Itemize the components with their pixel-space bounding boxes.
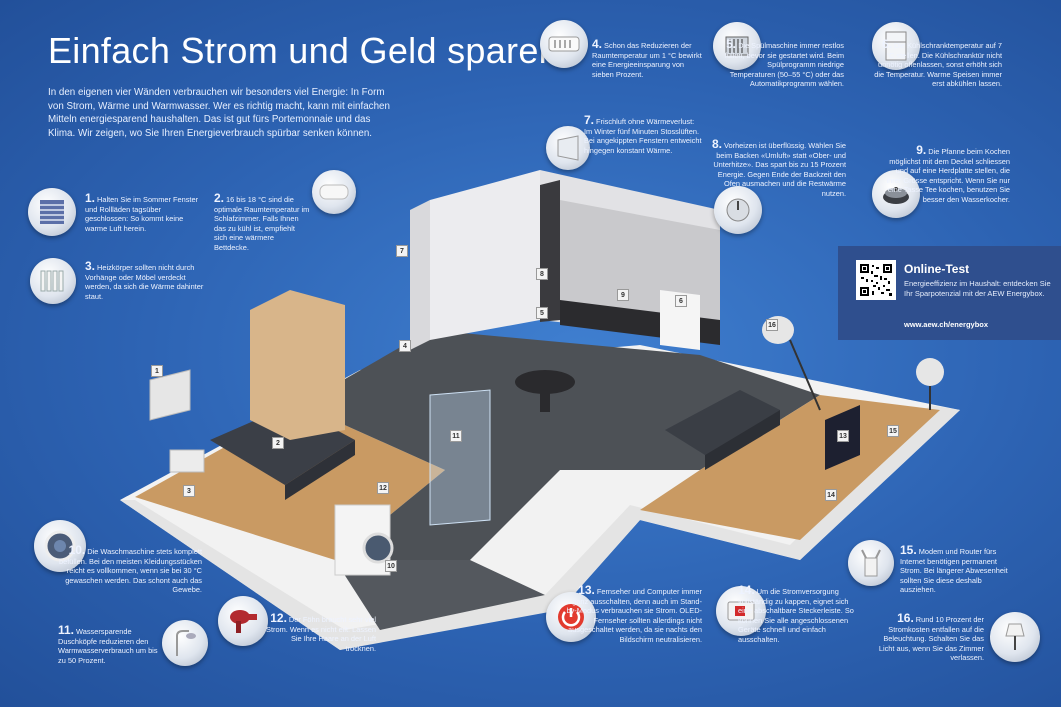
tip-5: 5.Die Spülmaschine immer restlos füllen,… — [724, 37, 844, 89]
bathroom-floor — [335, 560, 545, 630]
fridge-icon — [872, 22, 920, 70]
tip-12: 12.Der Föhn braucht sehr viel Strom. Wen… — [266, 611, 376, 653]
washing-machine-drum-icon — [34, 520, 86, 572]
marker-2[interactable]: 2 — [272, 437, 284, 449]
marker-14[interactable]: 14 — [825, 489, 837, 501]
hair-dryer-icon — [218, 596, 268, 646]
living-room-floor — [640, 395, 940, 540]
dishwasher-icon — [713, 22, 761, 70]
online-test-text: Energieeffizienz im Haushalt: entdecken … — [904, 279, 1051, 298]
lamp-icon — [990, 612, 1040, 662]
tip-14: 14.Um die Stromversorgung vollständig zu… — [738, 583, 854, 644]
marker-1[interactable]: 1 — [151, 365, 163, 377]
radiator-icon — [30, 258, 76, 304]
marker-12[interactable]: 12 — [377, 482, 389, 494]
online-test-panel[interactable]: Online-Test Energieeffizienz im Haushalt… — [838, 246, 1061, 340]
shower-head-icon — [162, 620, 208, 666]
marker-8[interactable]: 8 — [536, 268, 548, 280]
marker-11[interactable]: 11 — [450, 430, 462, 442]
tip-7: 7.Frischluft ohne Wärmeverlust: Im Winte… — [584, 113, 702, 155]
tip-4: 4.Schon das Reduzieren der Raumtemperatu… — [592, 37, 702, 79]
tip-13: 13.Fernseher und Computer immer ganz aus… — [566, 583, 702, 644]
marker-9[interactable]: 9 — [617, 289, 629, 301]
router-icon — [848, 540, 894, 586]
online-test-link[interactable]: www.aew.ch/energybox — [904, 320, 989, 329]
marker-4[interactable]: 4 — [399, 340, 411, 352]
tip-15: 15.Modem und Router fürs Internet benöti… — [900, 543, 1008, 595]
window-tilt-icon — [546, 126, 590, 170]
qr-code-icon[interactable] — [856, 260, 896, 300]
intro-text: In den eigenen vier Wänden verbrauchen w… — [48, 87, 390, 139]
thermostat-icon — [540, 20, 588, 68]
tip-9: 9.Die Pfanne beim Kochen möglichst mit d… — [886, 143, 1010, 204]
window-blinds-icon — [28, 188, 76, 236]
marker-7[interactable]: 7 — [396, 245, 408, 257]
oven-knob-icon — [714, 186, 762, 234]
pan-lid-icon — [872, 170, 920, 218]
marker-3[interactable]: 3 — [183, 485, 195, 497]
page-title: Einfach Strom und Geld sparen — [48, 30, 559, 71]
marker-15[interactable]: 15 — [887, 425, 899, 437]
tip-10: 10.Die Waschmaschine stets komplett befü… — [59, 543, 202, 595]
tip-3: 3.Heizkörper sollten nicht durch Vorhäng… — [85, 259, 204, 301]
marker-6[interactable]: 6 — [675, 295, 687, 307]
marker-16[interactable]: 16 — [766, 319, 778, 331]
online-test-title: Online-Test — [904, 262, 970, 276]
tip-2: 2.16 bis 18 °C sind die optimale Raumtem… — [214, 191, 310, 252]
power-strip-switch-icon — [716, 586, 766, 636]
tip-1: 1.Halten Sie im Sommer Fenster und Rolll… — [85, 191, 199, 233]
marker-13[interactable]: 13 — [837, 430, 849, 442]
tip-6: 6.Die Kühlschranktemperatur auf 7 °C ste… — [874, 37, 1002, 89]
sofa — [665, 390, 780, 455]
marker-5[interactable]: 5 — [536, 307, 548, 319]
power-button-icon — [546, 592, 596, 642]
blanket-icon — [312, 170, 356, 214]
tip-11: 11.Wassersparende Duschköpfe reduzieren … — [58, 623, 158, 665]
marker-10[interactable]: 10 — [385, 560, 397, 572]
wardrobe — [250, 290, 345, 440]
tip-8: 8.Vorheizen ist überflüssig. Wählen Sie … — [711, 137, 846, 198]
tip-16: 16.Rund 10 Prozent der Stromkosten entfa… — [878, 611, 984, 663]
